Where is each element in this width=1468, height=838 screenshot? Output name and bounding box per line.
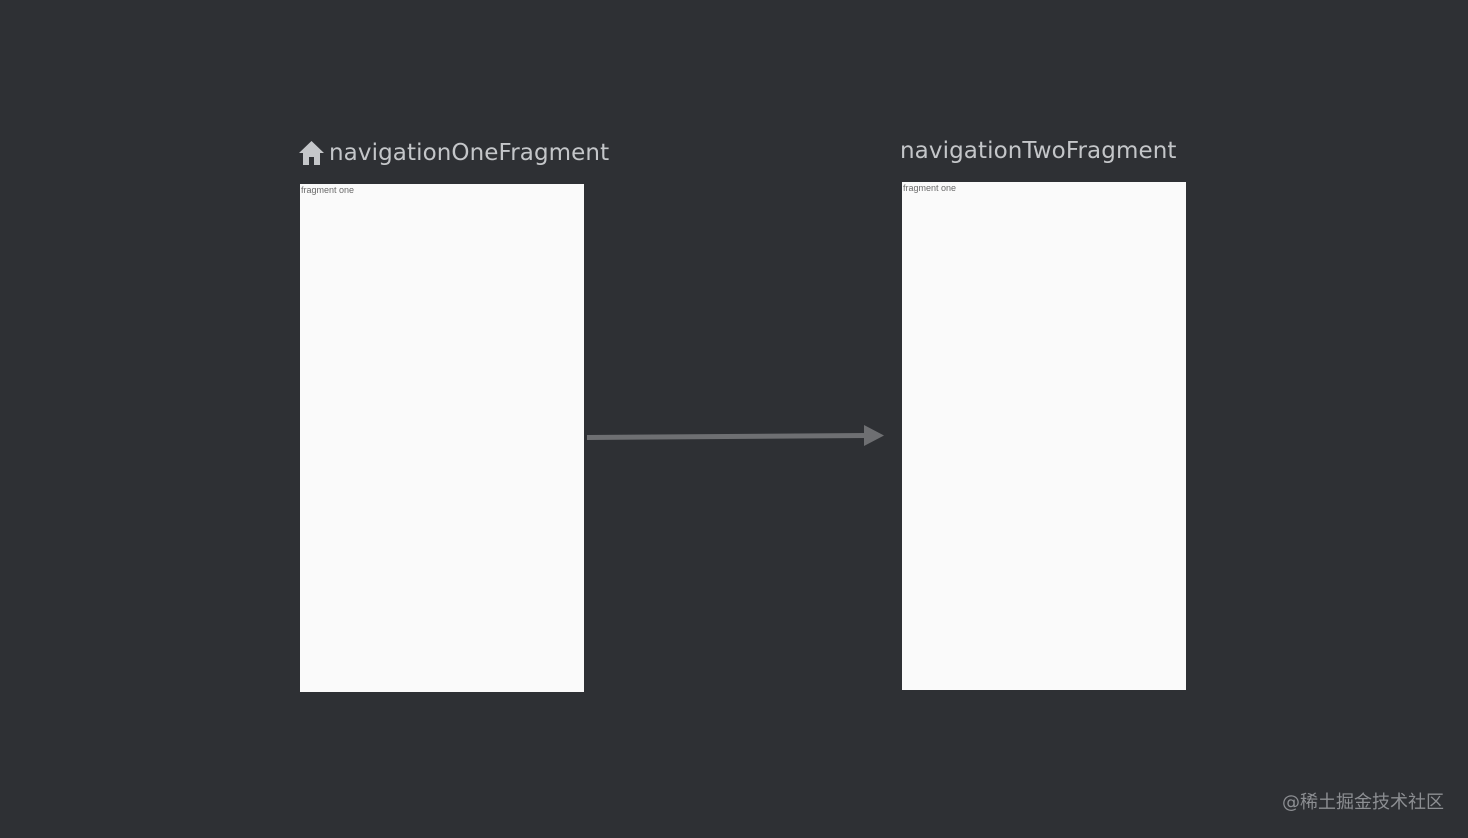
fragment-preview-text: fragment one bbox=[301, 185, 355, 195]
fragment-preview-navigation-one[interactable]: fragment one bbox=[300, 184, 584, 692]
fragment-preview-text: fragment one bbox=[903, 183, 957, 193]
destination-title-navigation-two[interactable]: navigationTwoFragment bbox=[900, 137, 1177, 165]
destination-title-label: navigationOneFragment bbox=[329, 140, 610, 166]
destination-title-label: navigationTwoFragment bbox=[900, 138, 1177, 164]
destination-title-navigation-one[interactable]: navigationOneFragment bbox=[298, 139, 609, 167]
action-arrow-line[interactable] bbox=[586, 433, 867, 440]
action-arrowhead bbox=[864, 425, 884, 446]
home-icon bbox=[298, 140, 325, 166]
watermark: @稀土掘金技术社区 bbox=[1282, 792, 1444, 813]
fragment-preview-navigation-two[interactable]: fragment one bbox=[902, 182, 1186, 690]
